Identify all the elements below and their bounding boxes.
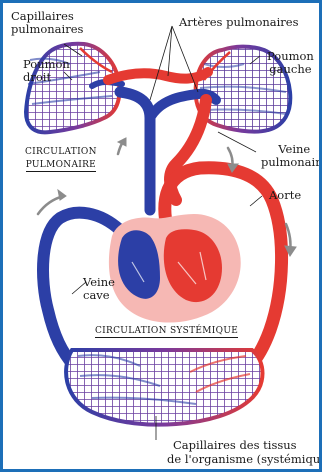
label-circulation-pulmonaire-line2: PULMONAIRE [26,160,96,172]
label-capillaires-pulmonaires: Capillaires pulmonaires [11,10,83,36]
label-capillaires-pulmonaires-line2: pulmonaires [11,23,83,36]
label-veine-pulmonaire-line2: pulmonaire [261,156,322,169]
label-veine-cave: Veine cave [83,276,115,302]
label-veine-pulmonaire: Veine pulmonaire [261,143,322,169]
label-aorte: Aorte [269,189,301,202]
heart [109,214,241,323]
label-circulation-systemique-text: CIRCULATION SYSTÉMIQUE [95,326,238,338]
label-capillaires-tissus-line2: de l'organisme (systémiques) [167,453,322,466]
label-poumon-gauche-line2: gauche [267,63,314,76]
label-arteres-pulmonaires: Artères pulmonaires [179,16,299,29]
label-circulation-systemique: CIRCULATION SYSTÉMIQUE [95,325,238,338]
label-poumon-gauche: Poumon gauche [267,50,314,76]
label-poumon-droit: Poumon droit [23,58,70,84]
label-veine-cave-line2: cave [83,289,115,302]
label-capillaires-tissus-line1: Capillaires des tissus [173,439,297,452]
label-capillaires-tissus: Capillaires des tissus [173,439,297,452]
systemic-capillaries [66,350,262,425]
label-capillaires-tissus-2: de l'organisme (systémiques) [167,453,322,466]
label-poumon-droit-line2: droit [23,71,70,84]
label-circulation-pulmonaire-line1: CIRCULATION [25,146,97,159]
label-circulation-pulmonaire: CIRCULATION PULMONAIRE [25,146,97,172]
